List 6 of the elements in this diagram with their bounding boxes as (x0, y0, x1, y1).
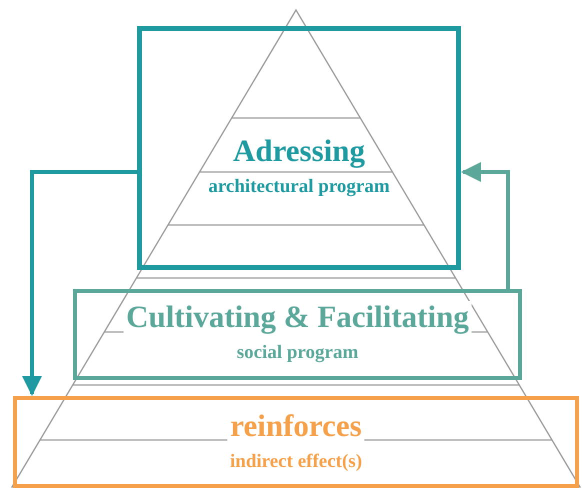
frame-box (73, 289, 522, 380)
frame-box (13, 396, 579, 488)
frame-box (137, 26, 461, 270)
heading-text: Cultivating & Facilitating (123, 301, 472, 334)
arrow (461, 162, 510, 289)
arrow (22, 170, 137, 396)
